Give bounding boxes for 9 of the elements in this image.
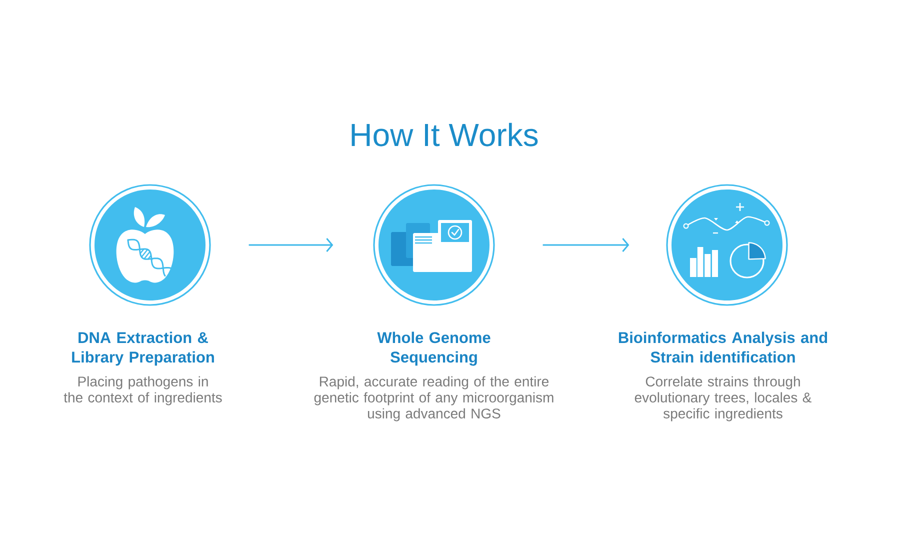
title: How It Works — [352, 122, 538, 146]
step-description: Rapid, accurate reading of the entire genetic footprint of any microorganism using advanced NGS — [314, 376, 554, 422]
step-description: Correlate strains through evolutionary trees, locales & specific ingredients — [634, 376, 812, 422]
step-description: Placing pathogens in the context of ingredients — [64, 376, 222, 406]
step-heading: Bioinformatics Analysis and Strain identification — [618, 332, 828, 363]
step-heading: DNA Extraction & Library Preparation — [72, 332, 214, 366]
step-heading: Whole Genome Sequencing — [377, 332, 490, 366]
arrow — [542, 238, 630, 252]
arrow — [248, 238, 334, 252]
